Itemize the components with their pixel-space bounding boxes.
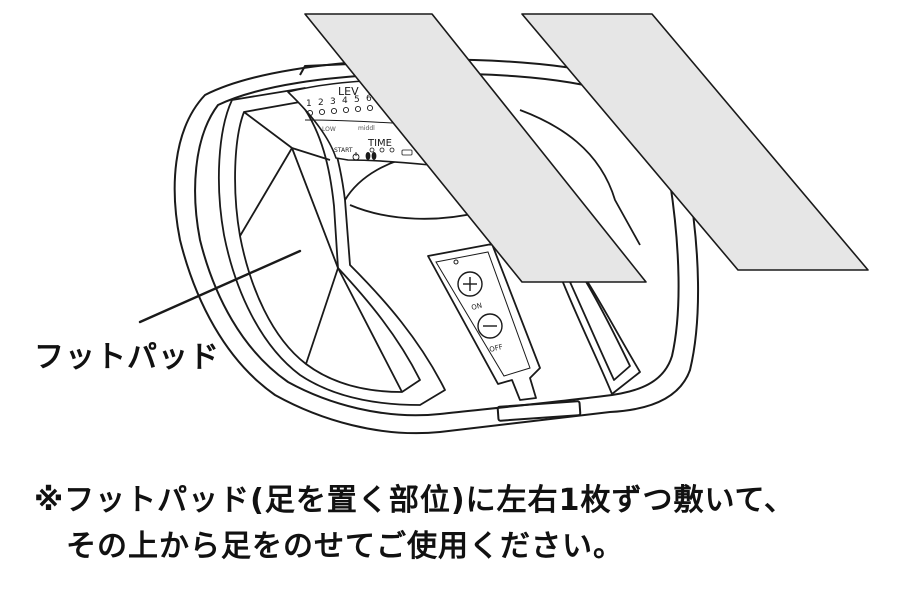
plus-icon[interactable] (457, 271, 483, 297)
left-foot-facet-2 (239, 147, 293, 237)
foot-pad-callout-label: フットパッド (34, 340, 220, 375)
left-foot-recess-outer (218, 87, 446, 406)
level-indicator-light (318, 108, 326, 116)
right-foot-recess-inner (569, 279, 631, 381)
remote-controller: ON OFF (427, 243, 541, 401)
panel-level-indicators (306, 104, 374, 117)
panel-level-number: 2 (318, 98, 324, 108)
panel-time-title: TIME (367, 138, 392, 149)
battery-icon (401, 149, 413, 156)
usage-instruction-line-2: その上から足をのせてご使用ください。 (66, 529, 624, 564)
remote-indicator-light (453, 259, 459, 265)
panel-start-label: START (334, 147, 353, 154)
level-indicator-light (354, 105, 362, 113)
usage-instruction: ※フットパッド(足を置く部位)に左右1枚ずつ敷いて、 その上から足をのせてご使用… (34, 478, 795, 570)
panel-level-number: 6 (366, 94, 372, 104)
left-foot-recess-inner (234, 101, 421, 393)
foot-pads (304, 13, 869, 283)
left-foot-facet-5 (337, 267, 403, 393)
remote-body (427, 243, 541, 401)
panel-level-low: LOW (322, 126, 336, 133)
panel-level-numbers: 1 2 3 4 5 6 (306, 94, 372, 109)
right-foot-recess-outer (559, 269, 641, 395)
power-icon (352, 152, 360, 161)
panel-level-number: 5 (354, 95, 360, 105)
level-indicator-light (306, 109, 314, 117)
center-contour-line-1 (349, 204, 481, 220)
panel-time-indicators (369, 147, 395, 153)
panel-level-number: 4 (342, 96, 348, 106)
left-foot-area (218, 87, 446, 406)
panel-level-number: 1 (306, 99, 312, 109)
right-foot-area (519, 109, 641, 395)
usage-instruction-line-1: ※フットパッド(足を置く部位)に左右1枚ずつ敷いて、 (34, 483, 796, 518)
panel-level-title: LEV (338, 85, 359, 98)
panel-level-number: 3 (330, 97, 336, 107)
panel-level-middle: middl (358, 125, 375, 132)
remote-inner-edge (435, 251, 531, 377)
level-indicator-light (366, 104, 374, 112)
foot-pad-right (521, 13, 869, 271)
time-indicator-light (389, 147, 395, 153)
remote-off-label: OFF (489, 343, 504, 354)
left-foot-facet-3 (291, 147, 339, 269)
minus-icon[interactable] (477, 313, 503, 339)
left-foot-facet-4 (305, 267, 339, 365)
remote-on-label: ON (471, 302, 483, 312)
foot-pad-left (304, 13, 647, 283)
callout-leader-line (138, 249, 302, 324)
level-indicator-light (342, 106, 350, 114)
time-indicator-light (379, 147, 385, 153)
level-indicator-light (330, 107, 338, 115)
device-bottom-strip (496, 400, 582, 422)
device-inner-rim (194, 72, 680, 417)
right-foot-upper-rim (519, 109, 641, 246)
time-indicator-light (369, 147, 375, 153)
feet-icon (365, 152, 377, 160)
